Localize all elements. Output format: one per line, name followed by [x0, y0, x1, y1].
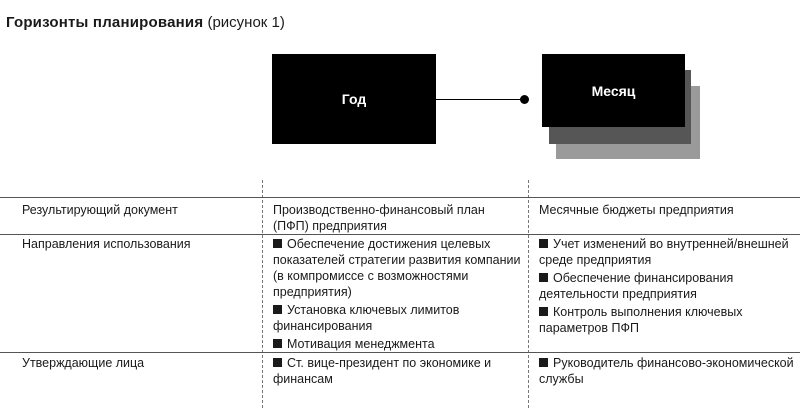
figure-title: Горизонты планирования (рисунок 1) — [6, 14, 285, 31]
bullet-square-icon — [273, 239, 282, 248]
list-item: Руководитель финансово-экономической слу… — [539, 356, 794, 386]
month-usage-list: Учет изменений во внутренней/внешней сре… — [539, 236, 794, 338]
figure-title-ref: (рисунок 1) — [207, 14, 285, 31]
table-top-rule — [0, 197, 800, 198]
bullet-square-icon — [539, 239, 548, 248]
list-item: Месячные бюджеты предприятия — [539, 203, 734, 217]
list-item: Обеспечение финансирования деятельности … — [539, 271, 734, 301]
row-divider-1 — [0, 234, 800, 235]
list-item: Установка ключевых лимитов финансировани… — [273, 303, 460, 333]
connector-line — [436, 99, 524, 100]
bullet-square-icon — [273, 305, 282, 314]
connector-dot — [520, 95, 529, 104]
row-label-approvers: Утверждающие лица — [22, 356, 145, 370]
bullet-square-icon — [273, 339, 282, 348]
list-item: Производственно-финансовый план (ПФП) пр… — [273, 203, 485, 233]
month-box: Месяц — [542, 54, 685, 127]
year-box-label: Год — [341, 91, 367, 107]
bullet-square-icon — [539, 358, 548, 367]
month-approvers: Руководитель финансово-экономической слу… — [539, 355, 794, 389]
year-approvers: Ст. вице-президент по экономике и финанс… — [273, 355, 523, 389]
year-box: Год — [272, 54, 436, 144]
year-document: Производственно-финансовый план (ПФП) пр… — [273, 202, 523, 236]
row-divider-2 — [0, 352, 800, 353]
bullet-square-icon — [539, 307, 548, 316]
year-usage-list: Обеспечение достижения целевых показател… — [273, 236, 523, 354]
list-item: Учет изменений во внутренней/внешней сре… — [539, 237, 789, 267]
bullet-square-icon — [273, 358, 282, 367]
month-document: Месячные бюджеты предприятия — [539, 202, 794, 220]
list-item: Контроль выполнения ключевых параметров … — [539, 305, 743, 335]
row-label-usage: Направления использования — [22, 237, 191, 251]
list-item: Ст. вице-президент по экономике и финанс… — [273, 356, 492, 386]
list-item: Обеспечение достижения целевых показател… — [273, 237, 521, 299]
column-divider-year — [262, 180, 263, 408]
figure-title-main: Горизонты планирования — [6, 14, 204, 31]
bullet-square-icon — [539, 273, 548, 282]
row-label-document: Результирующий документ — [22, 203, 178, 217]
column-divider-month — [528, 180, 529, 408]
month-box-label: Месяц — [591, 82, 636, 99]
list-item: Мотивация менеджмента — [273, 336, 523, 352]
